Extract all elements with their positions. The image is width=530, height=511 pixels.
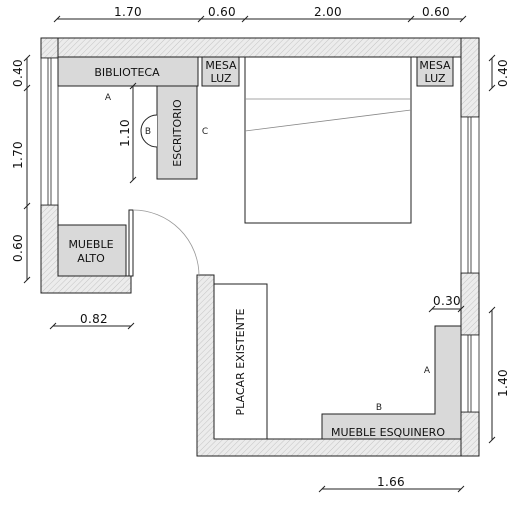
bed: [244, 56, 412, 224]
wall-right-upper: [460, 37, 480, 118]
label-escritorio: ESCRITORIO: [171, 99, 184, 167]
biblioteca: [57, 56, 199, 87]
dim-bottom-right: 1.66: [377, 475, 405, 489]
label-mueble-alto-1: MUEBLE: [68, 238, 113, 251]
label-biblioteca: BIBLIOTECA: [94, 66, 160, 79]
dim-right-top: 0.40: [496, 59, 510, 87]
label-mesa-luz-left-1: MESA: [205, 59, 237, 72]
placar-existente: [213, 283, 268, 440]
mesa-luz-right: [416, 56, 454, 87]
dim-corner-gap: 0.30: [433, 294, 461, 308]
dim-top-3: 2.00: [314, 5, 342, 19]
marker-a-bottom: A: [424, 366, 431, 376]
label-mesa-luz-left-2: LUZ: [211, 72, 232, 85]
door-leaf: [128, 209, 134, 277]
wall-left-upper: [40, 37, 59, 59]
door-swing-arc: [132, 209, 200, 277]
dim-bottom-left: 0.82: [80, 312, 108, 326]
window-right-lower: [460, 334, 480, 413]
walls: [40, 37, 480, 457]
dim-top-4: 0.60: [422, 5, 450, 19]
label-placar: PLACAR EXISTENTE: [234, 308, 247, 415]
wall-right-middle: [460, 272, 480, 336]
dim-right-bottom: 1.40: [496, 369, 510, 397]
marker-c-top: C: [202, 127, 208, 137]
window-right: [460, 116, 480, 274]
window-left: [40, 57, 59, 206]
label-mueble-alto-2: ALTO: [77, 252, 105, 265]
label-mesa-luz-right-2: LUZ: [425, 72, 446, 85]
mueble-esquinero: [321, 325, 462, 440]
dimension-lines: [23, 15, 496, 493]
wall-top: [40, 37, 480, 58]
mesa-luz-left: [201, 56, 240, 87]
marker-a-top: A: [105, 93, 112, 103]
wall-right-lower: [460, 411, 480, 457]
dim-left-2: 1.70: [11, 141, 25, 169]
mueble-alto: [57, 224, 127, 277]
dim-left-1: 0.40: [11, 59, 25, 87]
marker-b-bottom: B: [376, 403, 382, 413]
bed-frame: [244, 56, 412, 224]
dim-top-1: 1.70: [114, 5, 142, 19]
marker-b-top: B: [145, 127, 151, 137]
bed-sheet-fold: [244, 109, 412, 132]
label-mesa-luz-right-1: MESA: [419, 59, 451, 72]
dim-left-3: 0.60: [11, 234, 25, 262]
escritorio: [156, 85, 198, 180]
label-mueble-esquinero: MUEBLE ESQUINERO: [331, 426, 445, 439]
dim-top-2: 0.60: [208, 5, 236, 19]
chair-icon: [140, 114, 158, 148]
door: [128, 209, 200, 277]
windows: [40, 57, 480, 413]
dim-escritorio: 1.10: [118, 119, 132, 147]
